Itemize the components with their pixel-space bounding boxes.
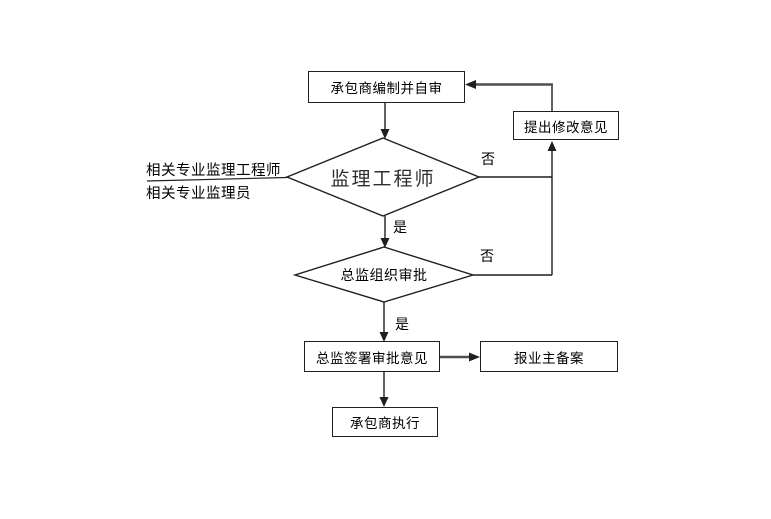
- decision-chief-label: 总监组织审批: [340, 266, 428, 283]
- arrowhead-down-icon: [379, 397, 389, 407]
- start-box-label: 承包商编制并自审: [330, 81, 443, 96]
- start-box: 承包商编制并自审: [308, 71, 465, 103]
- no-label-chief: 否: [480, 248, 494, 264]
- revise-box-label: 提出修改意见: [524, 119, 608, 135]
- side-annotation-line1: 相关专业监理工程师: [146, 163, 281, 179]
- side-annotation: 相关专业监理工程师 相关专业监理员: [146, 160, 281, 206]
- record-box: 报业主备案: [480, 341, 618, 372]
- yes-label-engineer: 是: [393, 219, 407, 235]
- side-annotation-line2: 相关专业监理员: [146, 186, 251, 202]
- arrowhead-right-icon: [469, 352, 480, 362]
- arrowhead-down-icon: [380, 238, 390, 248]
- record-box-label: 报业主备案: [514, 350, 584, 366]
- decision-engineer-diamond: [285, 137, 481, 217]
- arrowhead-up-icon: [547, 141, 557, 151]
- yes-label-chief: 是: [395, 316, 409, 332]
- decision-engineer-label: 监理工程师: [330, 168, 436, 190]
- arrowhead-down-icon: [380, 129, 390, 139]
- execute-box: 承包商执行: [332, 407, 438, 437]
- arrowhead-down-icon: [379, 332, 389, 342]
- sign-box: 总监签署审批意见: [304, 341, 440, 372]
- arrowhead-left-icon: [465, 80, 476, 89]
- edge-sidelabel-to-engineer: [146, 176, 288, 182]
- revise-box: 提出修改意见: [513, 111, 619, 140]
- execute-box-label: 承包商执行: [350, 416, 420, 431]
- sign-box-label: 总监签署审批意见: [316, 350, 428, 366]
- no-label-engineer: 否: [481, 151, 495, 167]
